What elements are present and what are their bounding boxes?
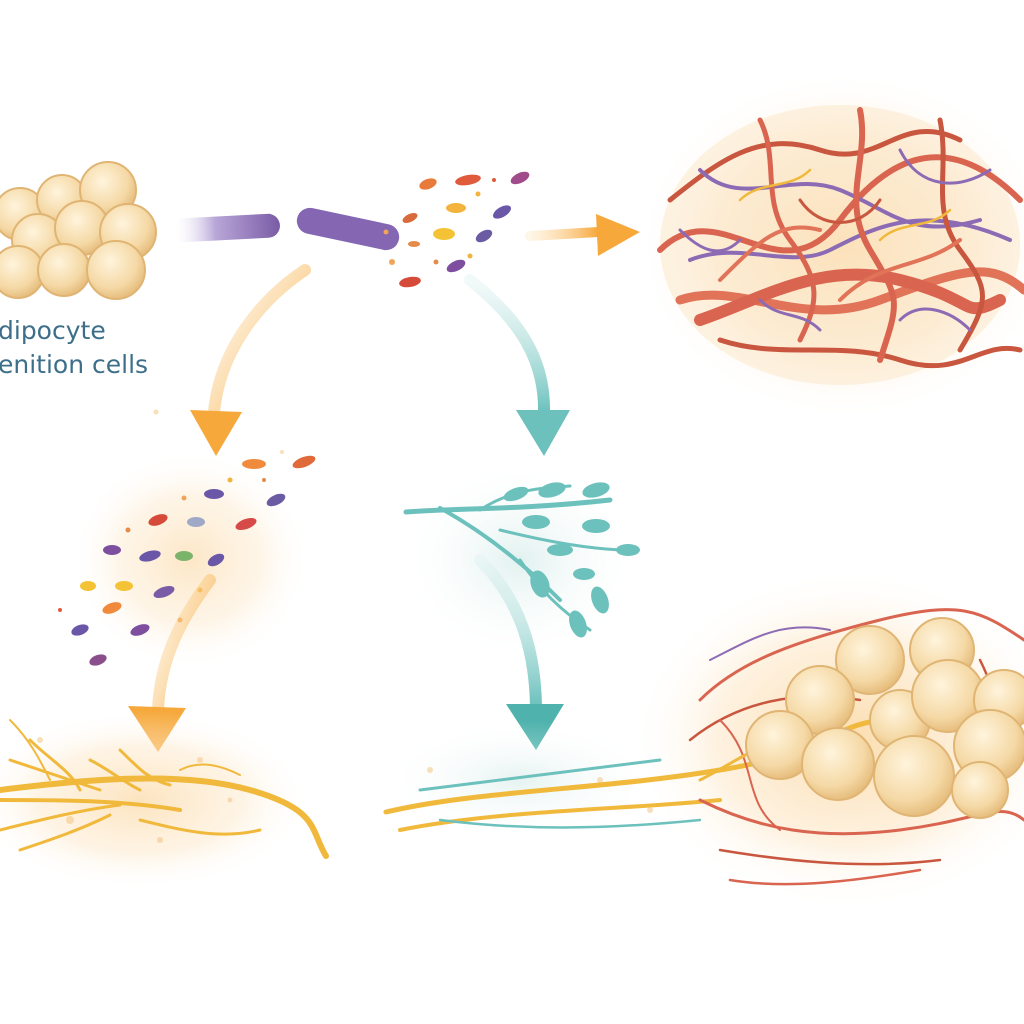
arrow-down-right-icon: [464, 274, 570, 456]
signal-particles-icon: [383, 171, 530, 288]
vascular-network-icon: [635, 70, 1024, 420]
progenitor-cell-icon: [172, 207, 400, 251]
branching-nerve-icon: [0, 710, 329, 890]
arrow-right-icon: [525, 214, 640, 256]
arrow-down-left-icon: [190, 264, 311, 456]
adipocyte-label: dipocyte: [0, 316, 106, 345]
adipocyte-cluster-icon: [0, 161, 157, 300]
teal-branch-icon: [400, 460, 640, 660]
signal-particles-icon: [58, 450, 316, 670]
progenitor-cells-label: enition cells: [0, 350, 149, 379]
background-speckles: [37, 409, 653, 843]
innervated-fat-tissue-icon: [380, 570, 1024, 910]
